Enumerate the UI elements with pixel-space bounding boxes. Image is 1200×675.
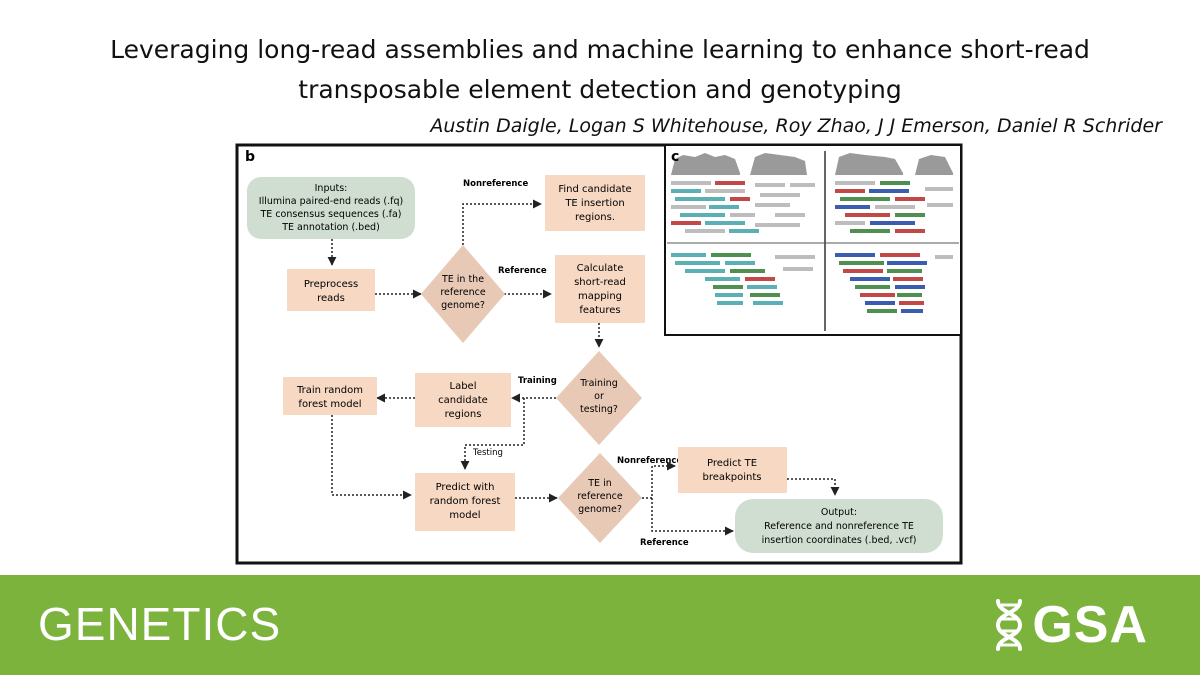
paper-title: Leveraging long-read assemblies and mach… (20, 30, 1180, 110)
train-random-forest-node: Train random forest model (283, 377, 377, 415)
svg-text:insertion coordinates (.bed, .: insertion coordinates (.bed, .vcf) (762, 535, 917, 546)
preprocess-reads-node: Preprocess reads (287, 269, 375, 311)
training-or-testing-decision: Training or testing? (556, 351, 642, 445)
panel-b-label: b (245, 149, 255, 165)
footer-banner: GENETICS GSA (0, 575, 1200, 675)
svg-text:TE consensus sequences (.fa): TE consensus sequences (.fa) (260, 209, 402, 220)
svg-text:Training: Training (579, 378, 618, 389)
svg-text:TE in: TE in (587, 478, 612, 489)
gsa-logo: GSA (992, 595, 1148, 655)
svg-text:model: model (449, 510, 480, 521)
edge-label-nonreference-top: Nonreference (463, 179, 528, 189)
predict-random-forest-node: Predict with random forest model (415, 473, 515, 531)
svg-text:regions.: regions. (575, 212, 615, 223)
te-in-reference-decision: TE in the reference genome? (421, 245, 505, 343)
journal-name: GENETICS (38, 598, 282, 650)
svg-text:features: features (579, 305, 620, 316)
workflow-figure: b c Nonreference Reference Training Test… (235, 143, 965, 565)
svg-text:reads: reads (317, 293, 345, 304)
svg-text:genome?: genome? (441, 300, 485, 311)
svg-text:TE in the: TE in the (441, 274, 484, 285)
calculate-features-node: Calculate short-read mapping features (555, 255, 645, 323)
svg-text:forest model: forest model (298, 399, 361, 410)
paper-title-line-2: transposable element detection and genot… (298, 75, 902, 104)
svg-text:random forest: random forest (430, 496, 501, 507)
edge-label-nonreference-bottom: Nonreference (617, 456, 682, 466)
svg-text:Reference and nonreference TE: Reference and nonreference TE (764, 521, 914, 532)
paper-authors: Austin Daigle, Logan S Whitehouse, Roy Z… (430, 115, 1162, 137)
edge-label-testing: Testing (472, 448, 503, 458)
svg-text:testing?: testing? (580, 404, 618, 415)
svg-text:Predict with: Predict with (436, 482, 495, 493)
paper-title-line-1: Leveraging long-read assemblies and mach… (110, 35, 1090, 64)
te-in-reference-decision-2: TE in reference genome? (558, 453, 642, 543)
svg-text:Illumina paired-end reads (.fq: Illumina paired-end reads (.fq) (259, 196, 403, 207)
svg-text:Label: Label (450, 381, 477, 392)
label-candidate-node: Label candidate regions (415, 373, 511, 427)
gsa-wordmark: GSA (1032, 596, 1148, 654)
dna-icon (996, 599, 1023, 651)
edge-label-reference-mid: Reference (498, 266, 547, 276)
svg-text:genome?: genome? (578, 504, 622, 515)
svg-text:Output:: Output: (821, 507, 857, 518)
svg-text:candidate: candidate (438, 395, 488, 406)
svg-text:short-read: short-read (574, 277, 626, 288)
svg-text:Inputs:: Inputs: (315, 183, 348, 194)
svg-text:TE annotation (.bed): TE annotation (.bed) (281, 222, 380, 233)
svg-text:breakpoints: breakpoints (702, 472, 761, 483)
svg-text:Predict TE: Predict TE (707, 458, 757, 469)
panel-c-alignment-image (664, 144, 962, 336)
flow-connectors (327, 199, 840, 536)
svg-text:TE insertion: TE insertion (564, 198, 624, 209)
predict-breakpoints-node: Predict TE breakpoints (678, 447, 787, 493)
svg-text:reference: reference (440, 287, 486, 298)
svg-text:reference: reference (577, 491, 623, 502)
svg-text:Train random: Train random (296, 385, 363, 396)
find-candidate-node: Find candidate TE insertion regions. (545, 175, 645, 231)
svg-text:Calculate: Calculate (577, 263, 624, 274)
panel-c-label: c (671, 149, 679, 165)
edge-label-reference-bottom: Reference (640, 538, 689, 548)
svg-text:Preprocess: Preprocess (304, 279, 358, 290)
svg-text:mapping: mapping (578, 291, 622, 302)
svg-text:Find candidate: Find candidate (558, 184, 631, 195)
svg-text:or: or (594, 391, 604, 402)
edge-label-training: Training (518, 376, 557, 386)
svg-text:regions: regions (445, 409, 482, 420)
inputs-node: Inputs: Illumina paired-end reads (.fq) … (247, 177, 415, 239)
output-node: Output: Reference and nonreference TE in… (735, 499, 943, 553)
workflow-diagram: b c Nonreference Reference Training Test… (235, 143, 963, 565)
